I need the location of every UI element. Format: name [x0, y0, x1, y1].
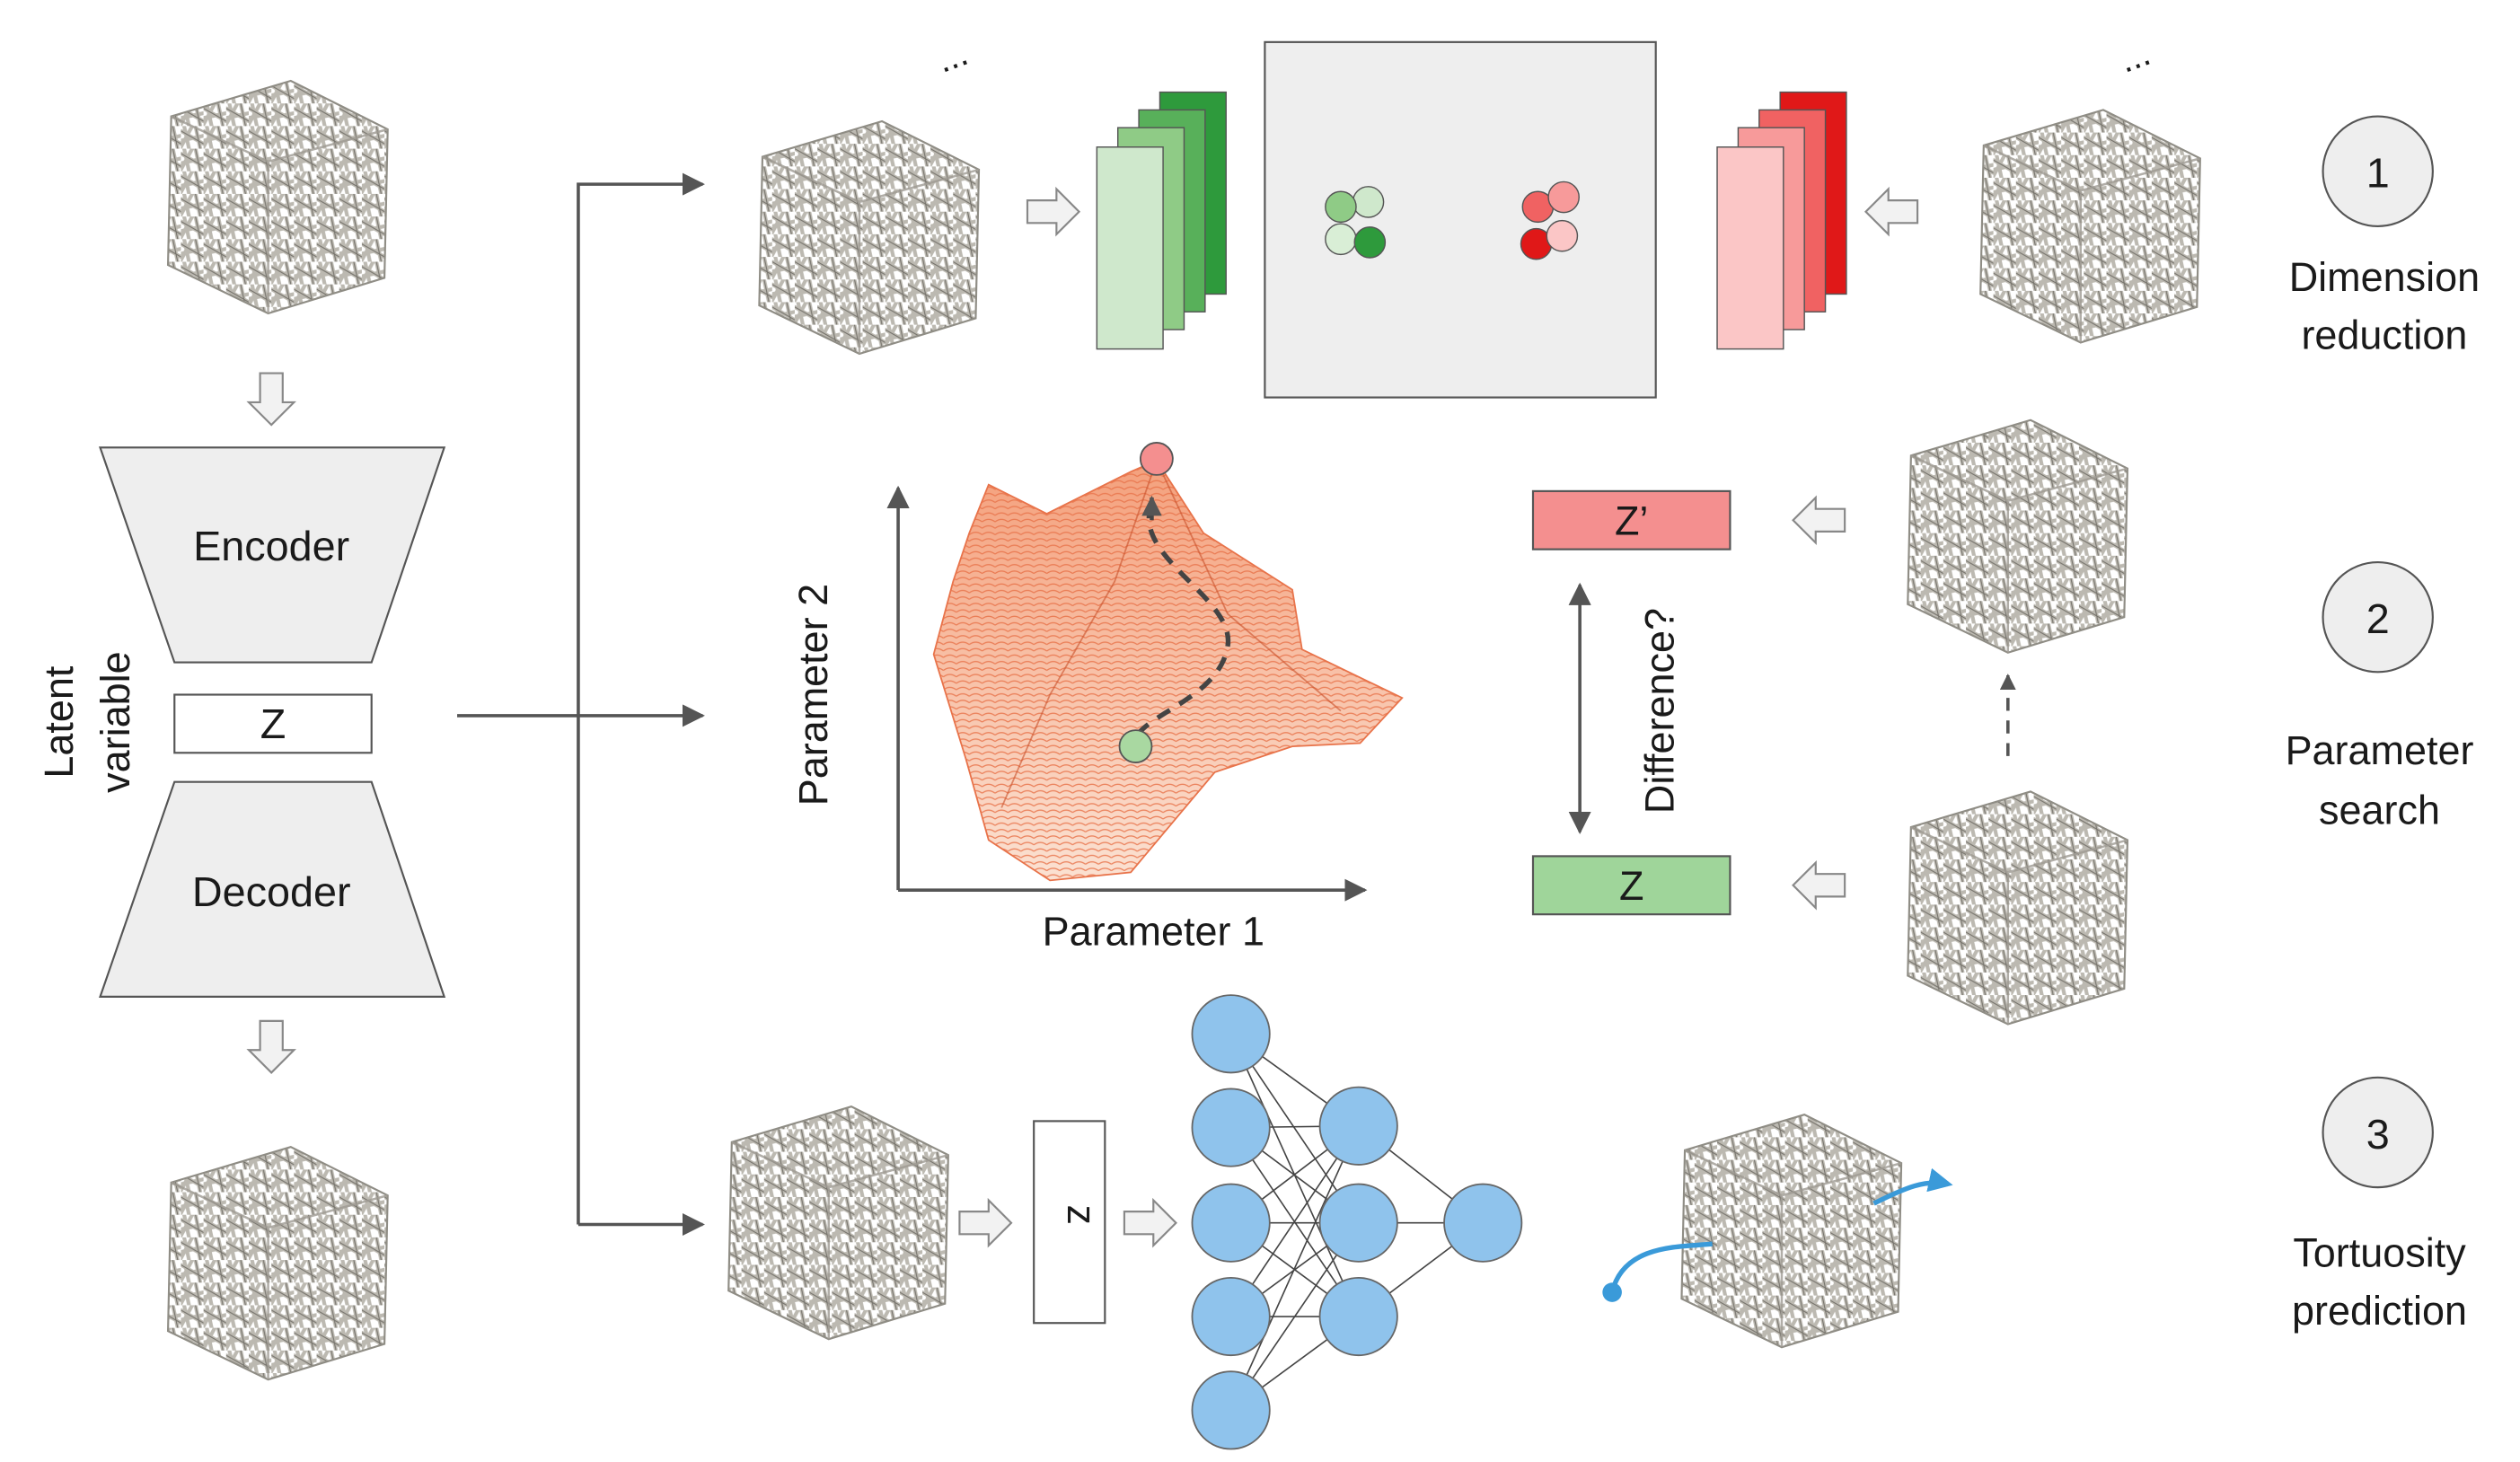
green-cluster — [1325, 186, 1387, 259]
task-title-line2: search — [2319, 787, 2440, 832]
task-2: 2 Parameter search — [2286, 560, 2474, 832]
task-number-badge — [2322, 115, 2434, 227]
z-vector-box — [1033, 1120, 1106, 1325]
task-number: 1 — [2366, 150, 2390, 197]
tortuosity-microstructure-image — [1680, 1113, 1903, 1349]
right-arrow-icon — [958, 1199, 1013, 1246]
task-number: 2 — [2366, 595, 2390, 642]
task-number-badge — [2322, 1076, 2434, 1189]
z-label: Z — [1619, 863, 1643, 909]
input-microstructure-image — [166, 79, 389, 315]
latent-z-label: Z — [260, 700, 286, 747]
ellipsis-right: ... — [2114, 33, 2155, 81]
red-microstructure-image — [1978, 109, 2202, 344]
down-arrow-icon — [247, 1019, 295, 1074]
target-point — [1139, 442, 1174, 476]
down-arrow-icon — [247, 372, 295, 427]
latent-variable-label-line1: Latent — [36, 665, 82, 778]
x-axis-label: Parameter 1 — [1043, 908, 1264, 954]
task-3: 3 Tortuosity prediction — [2292, 1076, 2467, 1334]
z-box — [1531, 855, 1731, 916]
latent-space-panel — [1264, 40, 1657, 399]
input-microstructure-small-image — [727, 1105, 950, 1341]
right-arrow-icon — [1026, 188, 1080, 235]
start-point — [1118, 729, 1153, 763]
generated-microstructure-image — [1907, 418, 2129, 655]
decoder-block — [99, 780, 446, 998]
latent-variable-label-line2: variable — [93, 651, 138, 792]
reconstructed-microstructure-image — [166, 1145, 389, 1381]
y-axis-label: Parameter 2 — [790, 584, 836, 806]
fitness-landscape-surface — [932, 459, 1404, 882]
red-feature-stack — [1716, 91, 1847, 350]
neural-network — [1191, 994, 1523, 1450]
flow-start-point — [1602, 1282, 1622, 1302]
z-prime-box — [1531, 489, 1731, 550]
green-microstructure-image — [758, 119, 981, 356]
decoder-label: Decoder — [192, 868, 351, 915]
left-arrow-icon — [1792, 861, 1846, 910]
left-arrow-icon — [1864, 188, 1919, 235]
flow-path — [1609, 1183, 1948, 1293]
latent-z-box — [173, 693, 373, 754]
difference-label: Difference? — [1636, 608, 1682, 814]
task-title-line1: Parameter — [2286, 727, 2474, 773]
task-title-line1: Tortuosity — [2293, 1229, 2466, 1275]
encoder-block — [99, 446, 446, 664]
target-microstructure-image — [1907, 790, 2129, 1026]
task-number-badge — [2322, 560, 2434, 674]
right-arrow-icon — [1123, 1199, 1177, 1246]
ellipsis-left: ... — [931, 33, 973, 81]
task-title-line2: reduction — [2301, 313, 2467, 358]
encoder-label: Encoder — [193, 523, 349, 569]
task-title-line2: prediction — [2292, 1288, 2467, 1334]
search-path — [1135, 503, 1230, 737]
task-title-line1: Dimension — [2289, 254, 2480, 300]
left-arrow-icon — [1792, 497, 1846, 544]
red-cluster — [1520, 181, 1580, 260]
parameter-axes — [886, 485, 1368, 902]
task-1: 1 Dimension reduction — [2289, 115, 2480, 358]
green-feature-stack — [1096, 91, 1227, 350]
branch-connector — [457, 172, 705, 1237]
z-prime-label: Z’ — [1615, 498, 1648, 543]
task-number: 3 — [2366, 1111, 2390, 1158]
z-vector-label: z — [1059, 1204, 1105, 1224]
